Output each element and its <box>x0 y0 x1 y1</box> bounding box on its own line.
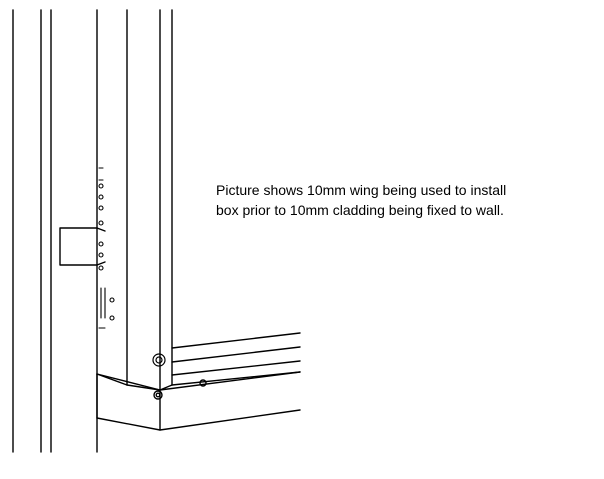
flange-holes <box>98 167 115 329</box>
base-screw <box>152 353 166 367</box>
box-base-plate <box>96 332 301 431</box>
caption-line-2: box prior to 10mm cladding being fixed t… <box>216 202 504 218</box>
caption: Picture shows 10mm wing being used to in… <box>216 180 600 220</box>
wall-cladding <box>12 9 98 453</box>
caption-line-1: Picture shows 10mm wing being used to in… <box>216 182 507 198</box>
wing-bracket <box>59 227 106 266</box>
box-side-panel <box>126 9 173 391</box>
